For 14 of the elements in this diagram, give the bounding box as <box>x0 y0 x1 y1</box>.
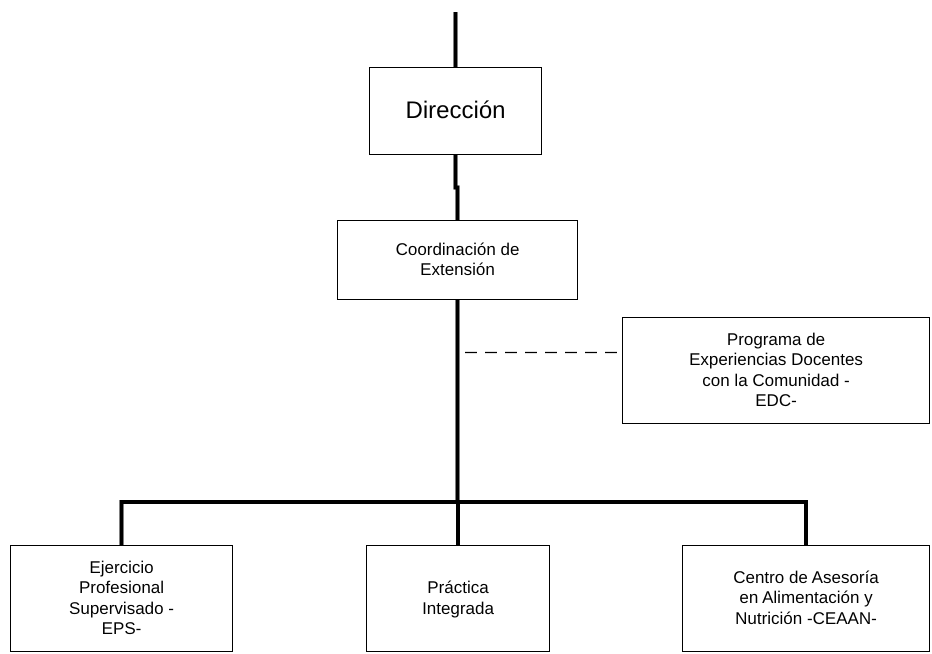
org-box <box>366 545 550 652</box>
box-label: Centro de Asesoría en Alimentación y Nutrición -CEAAN- <box>732 568 880 630</box>
box-label: Programa de Experiencias Docentes con la Comunidad -EDC- <box>688 330 864 412</box>
org-box <box>10 545 233 652</box>
box-label: Ejercicio Profesional Supervisado -EPS- <box>69 558 174 640</box>
org-box <box>369 67 542 155</box>
org-box <box>337 220 578 300</box>
connector-line <box>454 155 460 220</box>
box-label: Coordinación de Extensión <box>394 240 520 280</box>
box-label: Dirección <box>405 96 506 126</box>
box-label: Práctica Integrada <box>421 578 495 619</box>
connector-line <box>454 12 458 67</box>
org-box <box>622 317 930 424</box>
org-box <box>682 545 930 652</box>
